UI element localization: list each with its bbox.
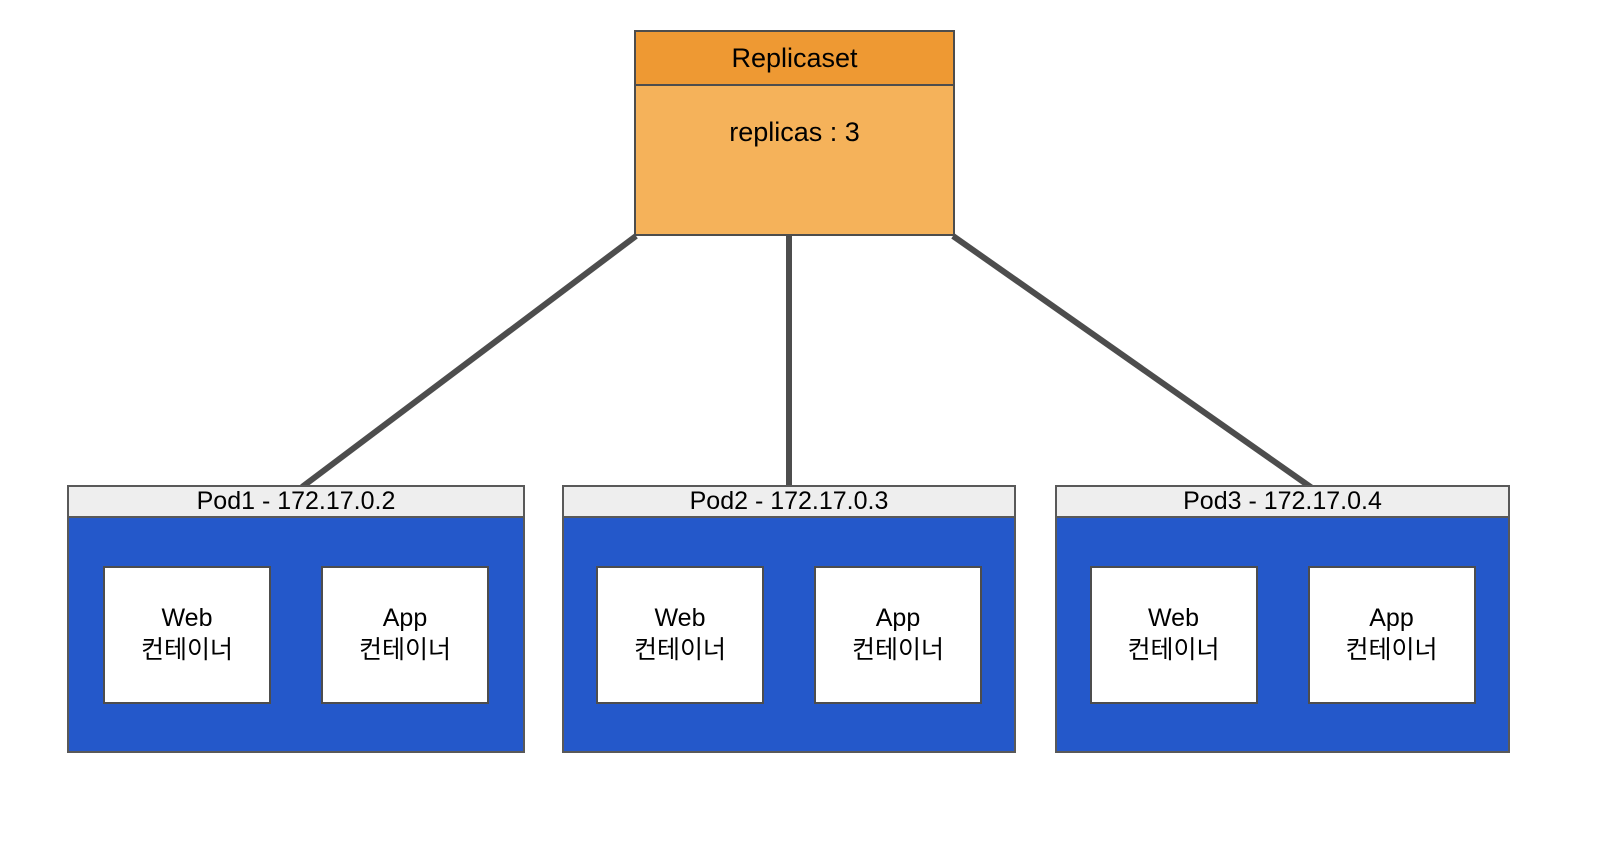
- pod-1-container-web[interactable]: Web 컨테이너: [103, 565, 271, 704]
- pod-1-body: Web 컨테이너 App 컨테이너: [69, 518, 523, 751]
- pod-1-header: Pod1 - 172.17.0.2: [69, 487, 523, 518]
- pod-3-container-app[interactable]: App 컨테이너: [1307, 565, 1476, 704]
- pod-3-container-web[interactable]: Web 컨테이너: [1089, 565, 1258, 704]
- edge-replicaset-to-pod1: [300, 233, 638, 490]
- container-label-kind: 컨테이너: [358, 635, 451, 664]
- container-label-type: App: [1369, 604, 1414, 632]
- pod-node-1[interactable]: Pod1 - 172.17.0.2 Web 컨테이너 App 컨테이너: [67, 485, 525, 753]
- pod-2-container-web[interactable]: Web 컨테이너: [596, 565, 764, 704]
- edge-replicaset-to-pod3: [951, 233, 1314, 491]
- pod-3-body: Web 컨테이너 App 컨테이너: [1057, 518, 1508, 751]
- replicaset-replicas: replicas : 3: [729, 117, 860, 147]
- container-label-type: App: [382, 604, 428, 632]
- container-label-type: App: [875, 604, 921, 632]
- container-label-type: Web: [654, 604, 706, 632]
- pod-2-body: Web 컨테이너 App 컨테이너: [564, 518, 1014, 751]
- container-label-kind: 컨테이너: [851, 635, 944, 664]
- container-label-kind: 컨테이너: [140, 635, 233, 664]
- pod-node-2[interactable]: Pod2 - 172.17.0.3 Web 컨테이너 App 컨테이너: [562, 485, 1016, 753]
- pod-node-3[interactable]: Pod3 - 172.17.0.4 Web 컨테이너 App 컨테이너: [1055, 485, 1510, 753]
- container-label-type: Web: [1148, 604, 1199, 632]
- replicaset-node[interactable]: Replicaset replicas : 3: [634, 30, 955, 236]
- container-label-type: Web: [161, 604, 213, 632]
- container-label-kind: 컨테이너: [1127, 635, 1220, 664]
- pod-2-header: Pod2 - 172.17.0.3: [564, 487, 1014, 518]
- pod-1-container-app[interactable]: App 컨테이너: [321, 565, 489, 704]
- replicaset-title: Replicaset: [636, 32, 953, 86]
- container-label-kind: 컨테이너: [633, 635, 726, 664]
- container-label-kind: 컨테이너: [1345, 635, 1438, 664]
- pod-2-container-app[interactable]: App 컨테이너: [814, 565, 982, 704]
- pod-3-header: Pod3 - 172.17.0.4: [1057, 487, 1508, 518]
